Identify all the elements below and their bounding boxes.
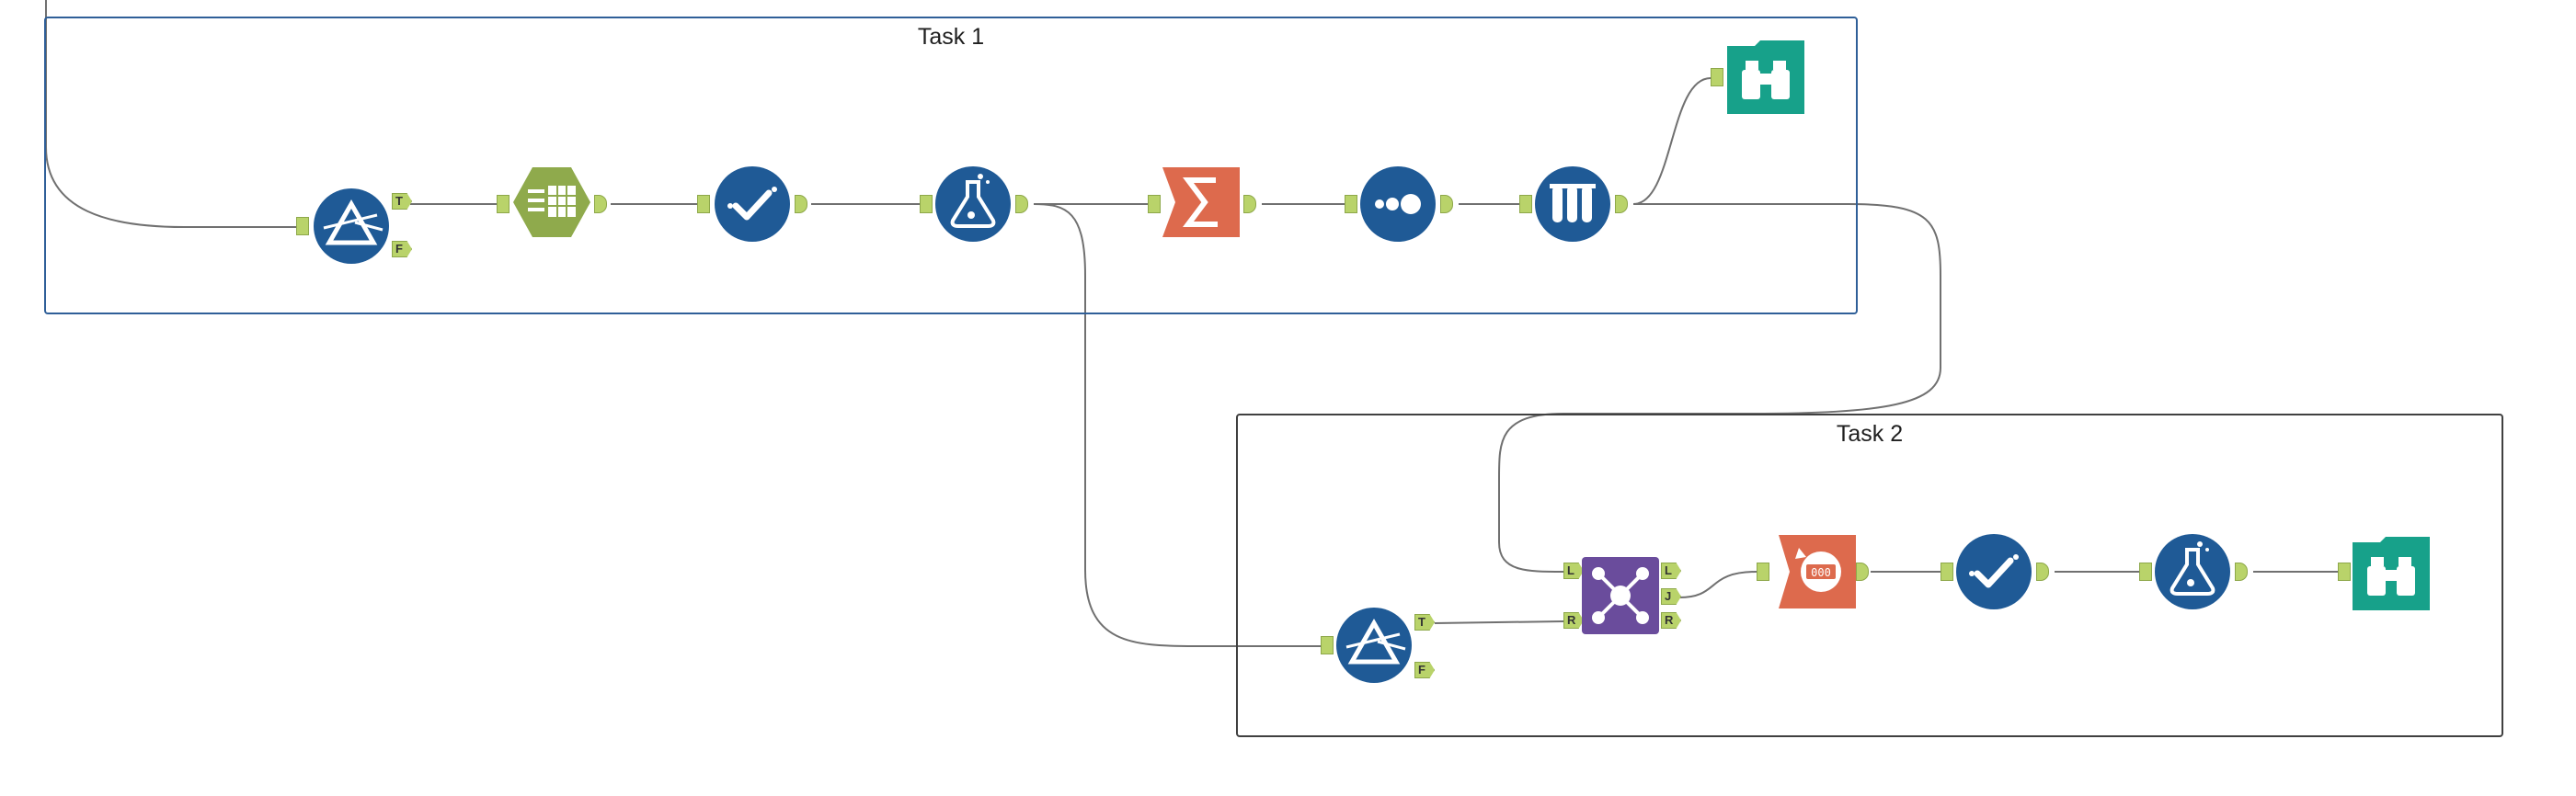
input-anchor[interactable] — [1345, 195, 1357, 213]
container-title: Task 2 — [1836, 421, 1904, 447]
input-anchor[interactable] — [1148, 195, 1161, 213]
output-anchor[interactable] — [1243, 195, 1256, 213]
output-anchor[interactable] — [1440, 195, 1453, 213]
input-anchor[interactable] — [1519, 195, 1532, 213]
formula-flask-icon — [935, 166, 1011, 242]
svg-text:000: 000 — [1811, 566, 1831, 579]
input-anchor[interactable] — [1757, 563, 1769, 581]
formula-flask-icon — [2155, 534, 2230, 609]
unique-dots-icon — [1360, 166, 1436, 242]
filter-prism-icon — [1336, 608, 1412, 683]
browse-tool[interactable] — [1727, 39, 1804, 116]
false-output-anchor[interactable]: F — [392, 241, 412, 257]
filter-tool[interactable] — [313, 188, 390, 265]
input-anchor[interactable] — [2139, 563, 2152, 581]
input-anchor[interactable] — [1711, 68, 1723, 86]
output-anchor[interactable] — [1856, 563, 1869, 581]
input-anchor[interactable] — [920, 195, 933, 213]
output-anchor[interactable] — [1015, 195, 1028, 213]
wire-input-to-t1-filter — [45, 0, 296, 228]
join-output-anchor[interactable]: J — [1661, 588, 1681, 605]
input-anchor[interactable] — [697, 195, 710, 213]
container-task-1[interactable]: Task 1 — [44, 17, 1858, 314]
output-anchor[interactable] — [594, 195, 607, 213]
true-output-anchor[interactable]: T — [1414, 614, 1435, 631]
join-network-icon — [1582, 557, 1659, 634]
wire-join-to-record-id — [1678, 571, 1757, 598]
output-anchor[interactable] — [1615, 195, 1628, 213]
text-to-columns-icon — [513, 167, 590, 237]
formula-tool[interactable] — [2154, 533, 2231, 610]
input-anchor[interactable] — [296, 217, 309, 235]
summarize-sigma-icon — [1162, 167, 1240, 237]
select-checkmark-icon — [715, 166, 790, 242]
browse-binoculars-icon — [2353, 537, 2430, 610]
record-id-tool[interactable]: 000 — [1779, 533, 1856, 610]
input-anchor[interactable] — [1321, 636, 1334, 654]
wire-sample-to-browse — [1632, 77, 1712, 205]
wire-t2-filter-to-join — [1434, 620, 1564, 624]
left-output-anchor[interactable]: L — [1661, 563, 1681, 579]
summarize-tool[interactable] — [1162, 164, 1240, 241]
record-id-icon: 000 — [1779, 535, 1856, 608]
false-output-anchor[interactable]: F — [1414, 662, 1435, 678]
right-output-anchor[interactable]: R — [1661, 612, 1681, 629]
join-tool[interactable] — [1582, 557, 1659, 634]
output-anchor[interactable] — [2235, 563, 2248, 581]
formula-tool[interactable] — [934, 165, 1012, 243]
container-title: Task 1 — [917, 24, 985, 50]
select-checkmark-icon — [1956, 534, 2032, 609]
browse-tool[interactable] — [2353, 535, 2430, 612]
sample-tool[interactable] — [1534, 165, 1611, 243]
sample-tubes-icon — [1535, 166, 1610, 242]
output-anchor[interactable] — [2036, 563, 2049, 581]
container-task-2[interactable]: Task 2 — [1236, 414, 2503, 737]
select-tool[interactable] — [714, 165, 791, 243]
wire-formula-to-t2-filter — [1033, 203, 1321, 647]
output-anchor[interactable] — [795, 195, 807, 213]
input-anchor[interactable] — [497, 195, 509, 213]
filter-tool[interactable] — [1335, 607, 1413, 684]
filter-prism-icon — [314, 188, 389, 264]
wire-sample-to-join — [1498, 203, 1941, 573]
unique-tool[interactable] — [1359, 165, 1437, 243]
browse-binoculars-icon — [1727, 40, 1804, 114]
input-anchor[interactable] — [2338, 563, 2351, 581]
true-output-anchor[interactable]: T — [392, 193, 412, 210]
input-anchor[interactable] — [1941, 563, 1953, 581]
select-tool[interactable] — [1955, 533, 2032, 610]
text-to-columns-tool[interactable] — [513, 164, 590, 241]
